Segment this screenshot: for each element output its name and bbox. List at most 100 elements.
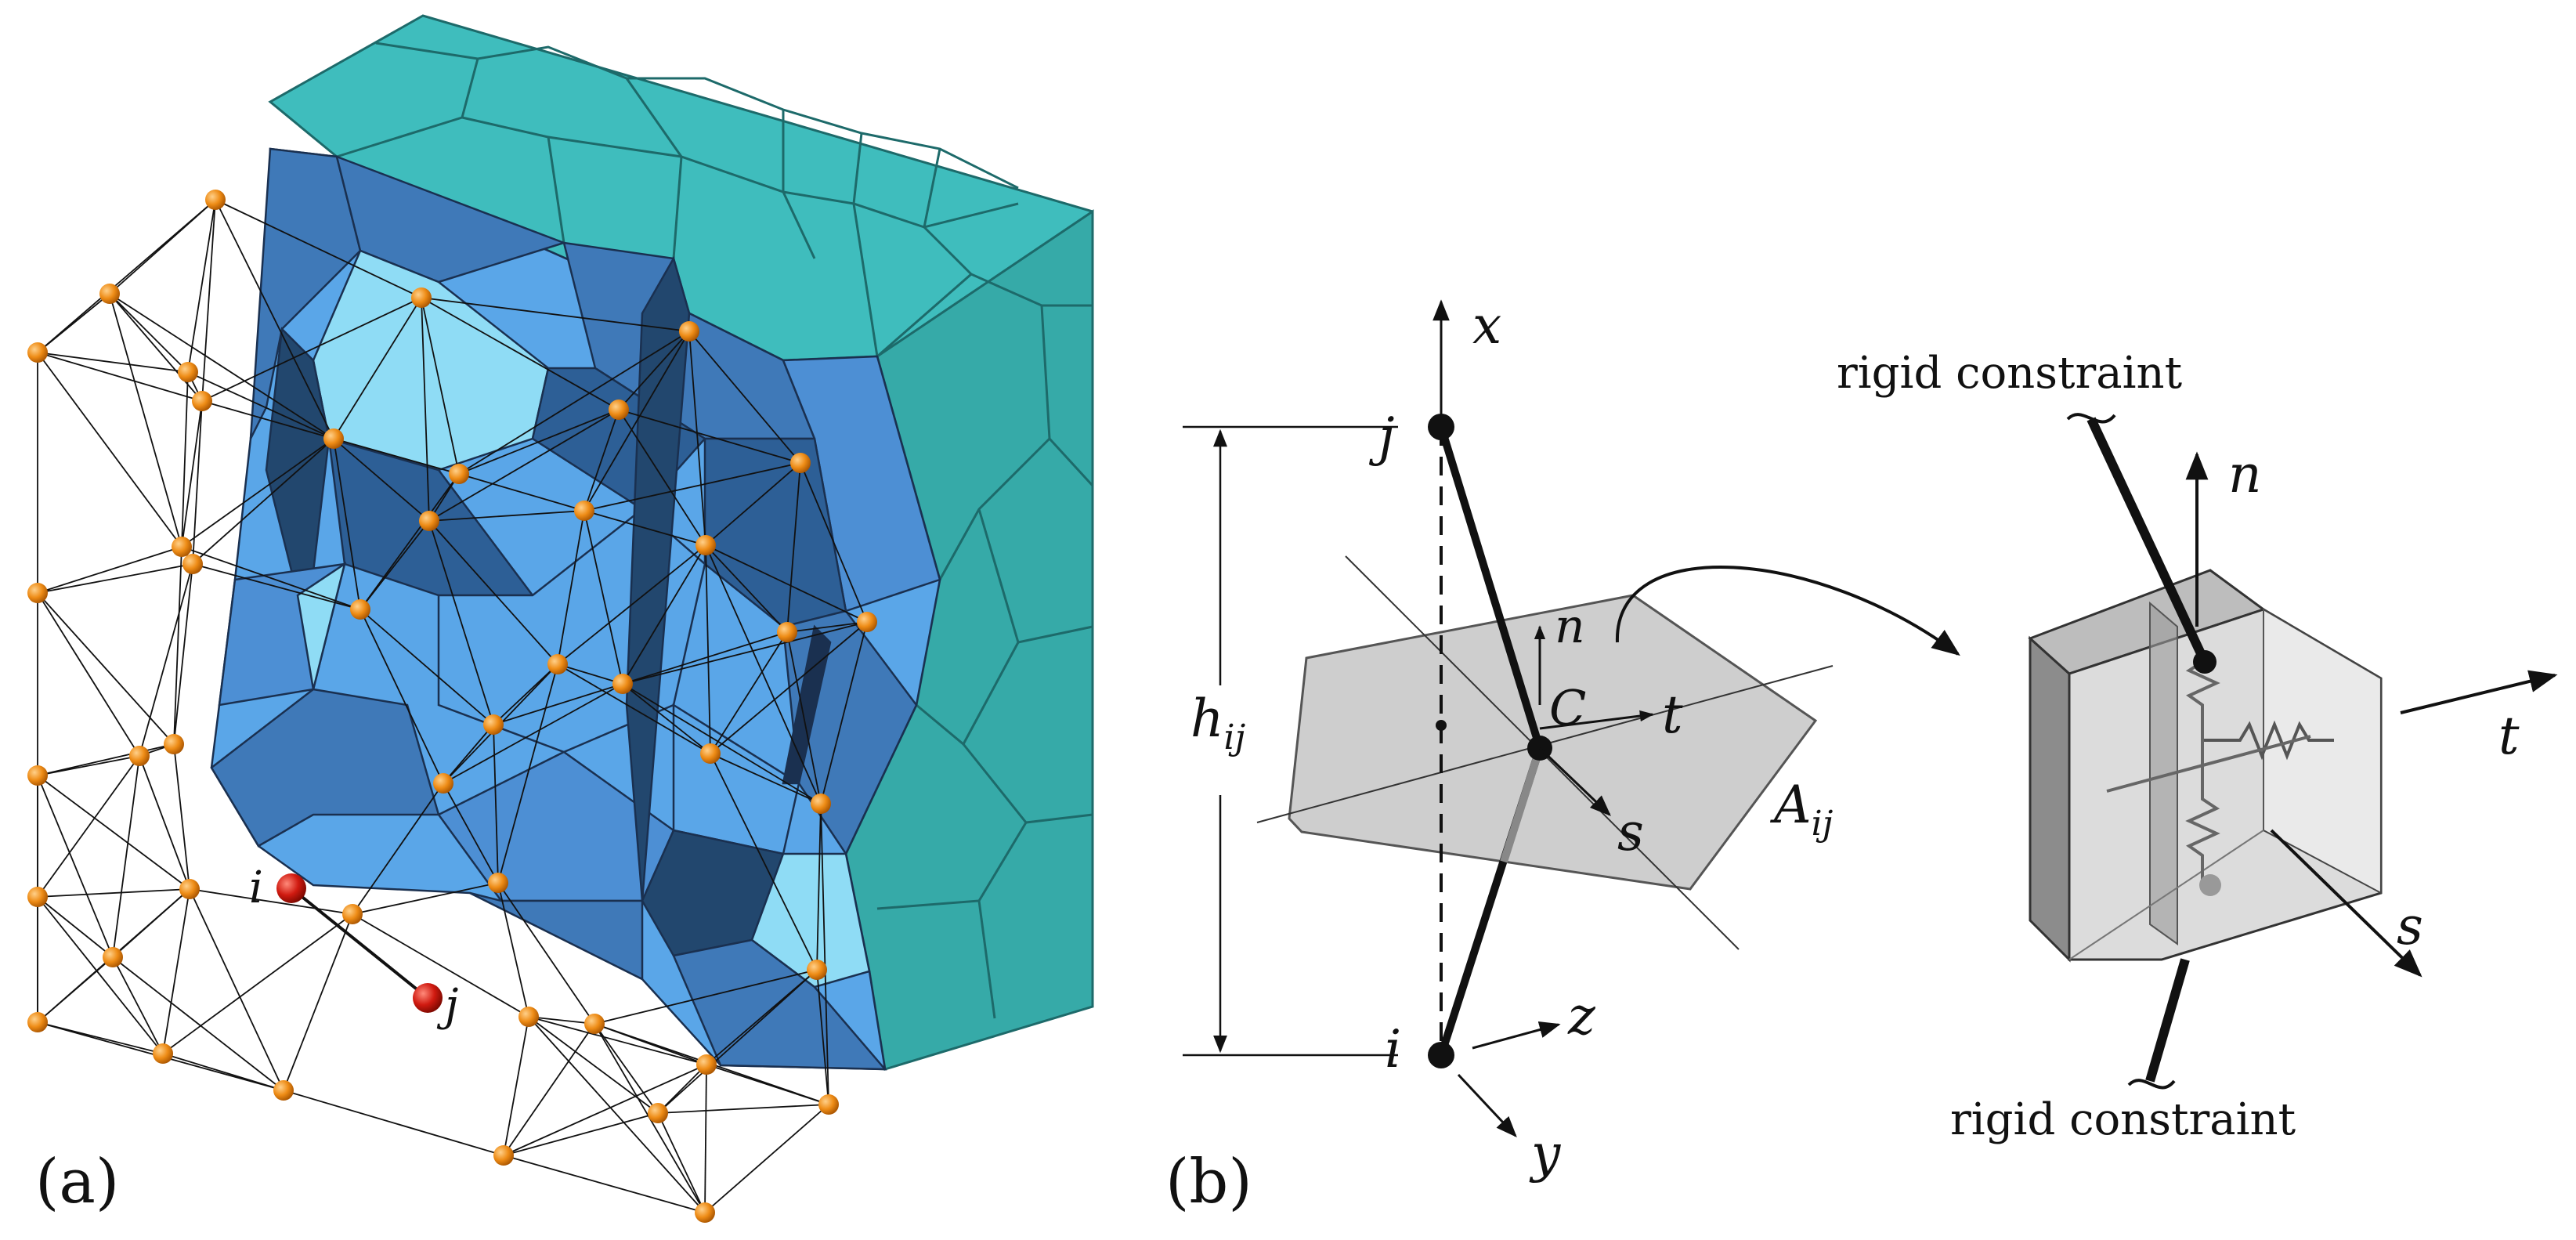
network-node xyxy=(807,960,827,980)
s-label: s xyxy=(1617,802,1644,862)
network-edge xyxy=(458,409,620,475)
network-node xyxy=(323,428,344,449)
network-edge xyxy=(503,1155,706,1213)
cube-s-arrow xyxy=(2270,829,2422,978)
network-node xyxy=(103,947,123,967)
rigid-bar-bottom xyxy=(2145,958,2190,1083)
break-top xyxy=(2066,413,2116,424)
network-edge xyxy=(37,563,193,594)
network-edge xyxy=(618,409,706,546)
element-line-upper xyxy=(1437,425,1544,750)
network-edge xyxy=(458,331,690,475)
network-edge xyxy=(786,631,822,804)
network-edge xyxy=(622,683,711,754)
cube-detail: n t s rigid constraint rigid constraint xyxy=(1837,348,2558,1145)
network-node xyxy=(179,879,200,899)
network-edge xyxy=(421,297,690,332)
node-j-marker xyxy=(413,983,443,1013)
network-edge xyxy=(497,882,595,1025)
network-edge xyxy=(359,520,430,610)
network-node xyxy=(350,599,370,620)
network-edge xyxy=(109,293,182,548)
network-edge xyxy=(139,755,190,890)
cube-mid-plane xyxy=(2149,601,2178,945)
network-edge xyxy=(503,1112,659,1156)
network-node xyxy=(818,1094,839,1115)
network-node xyxy=(449,464,469,484)
spring-t xyxy=(2202,720,2334,761)
zoom-arrow xyxy=(1615,565,1960,656)
network-edge xyxy=(181,400,203,548)
network-node xyxy=(811,794,831,814)
network-node xyxy=(411,287,432,308)
cube-t-arrow xyxy=(2400,670,2558,714)
cube-t-label: t xyxy=(2498,706,2520,766)
rigid-constraint-top-label: rigid constraint xyxy=(1837,348,2183,399)
network-node xyxy=(27,583,48,603)
cube-node-top xyxy=(2193,650,2217,674)
network-node xyxy=(164,734,184,754)
node-i-label-b: i xyxy=(1385,1019,1401,1079)
network-edge xyxy=(352,783,444,915)
network-edge xyxy=(657,969,818,1114)
network-edge xyxy=(657,1112,706,1213)
network-edge xyxy=(705,544,788,633)
node-i-marker xyxy=(276,873,306,903)
network-edge xyxy=(528,1016,706,1213)
cube-s-label: s xyxy=(2397,896,2423,956)
network-node xyxy=(192,391,212,411)
network-edge xyxy=(333,438,430,522)
network-edge xyxy=(215,199,334,439)
panel-b-element-schematic: x hij j i n C t s Aij z xyxy=(1165,295,2558,1217)
network-edge xyxy=(37,293,110,353)
network-node xyxy=(27,342,48,363)
network-edge xyxy=(37,743,175,776)
network-node xyxy=(857,612,877,632)
network-node xyxy=(493,1145,514,1166)
network-edge xyxy=(528,1016,595,1025)
network-edge xyxy=(800,462,868,623)
network-edge xyxy=(201,400,334,439)
network-node xyxy=(129,746,150,766)
cutaway-cells xyxy=(210,147,941,1071)
t-label: t xyxy=(1662,685,1683,745)
network-node xyxy=(27,1012,48,1032)
network-edge xyxy=(352,882,499,915)
network-edge xyxy=(786,462,801,633)
spring-s xyxy=(2185,740,2220,885)
network-edge xyxy=(37,896,114,958)
network-edge xyxy=(583,331,690,512)
network-edge xyxy=(557,663,623,685)
network-edge xyxy=(618,409,801,464)
network-edge xyxy=(37,592,175,745)
network-edge xyxy=(333,297,422,439)
side-face-edges xyxy=(876,273,1094,1019)
network-edge xyxy=(493,724,499,884)
network-edge xyxy=(37,352,182,548)
network-edge xyxy=(816,803,822,971)
network-node xyxy=(612,674,633,694)
network-node xyxy=(419,511,439,531)
network-node xyxy=(700,743,721,764)
network-node xyxy=(205,190,226,210)
node-j-label-b: j xyxy=(1368,407,1394,467)
network-edge xyxy=(192,563,361,610)
rigid-bar-top xyxy=(2086,417,2209,664)
cube-left-face xyxy=(2029,635,2071,963)
network-edge xyxy=(109,293,334,439)
network-edge xyxy=(594,1023,659,1114)
network-edge xyxy=(443,724,494,784)
network-edge xyxy=(820,621,868,804)
network-node xyxy=(696,1054,717,1075)
network-edge xyxy=(583,510,623,685)
network-edge xyxy=(528,1016,659,1114)
network-node xyxy=(433,773,453,794)
network-edge xyxy=(503,1023,595,1156)
network-node xyxy=(172,537,192,557)
network-node xyxy=(178,362,198,382)
network-node xyxy=(695,1202,715,1223)
h-label: hij xyxy=(1190,689,1245,757)
network-edge xyxy=(421,297,460,475)
rigid-constraint-bottom-label: rigid constraint xyxy=(1950,1094,2296,1145)
